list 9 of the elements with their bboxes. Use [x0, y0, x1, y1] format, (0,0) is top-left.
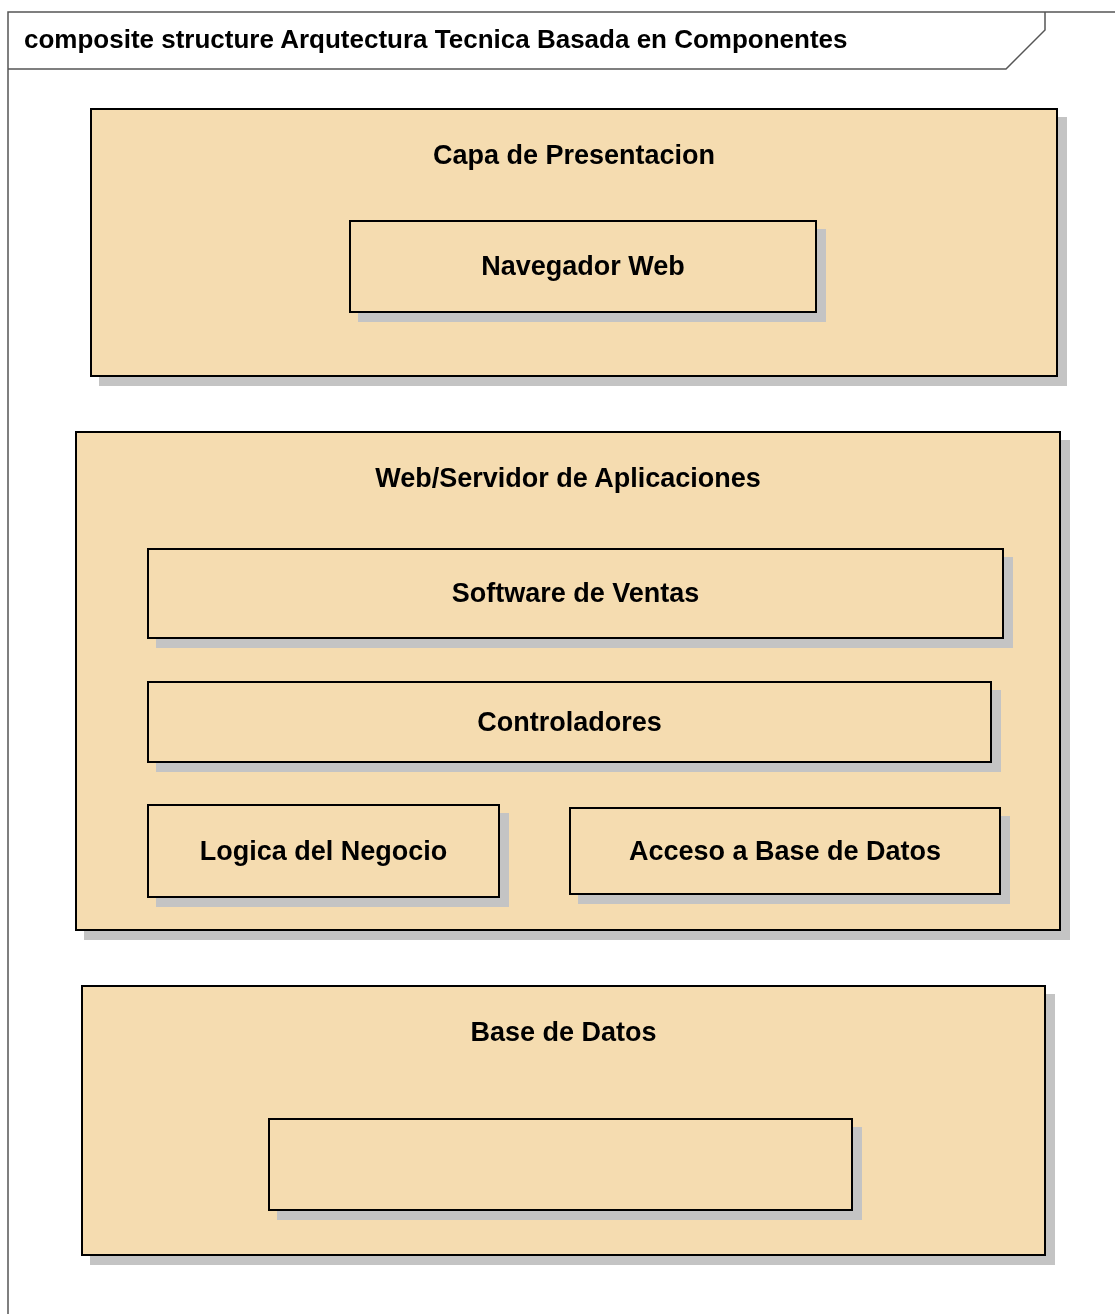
box-label: Acceso a Base de Datos — [628, 835, 942, 867]
box-label: Software de Ventas — [451, 578, 700, 609]
box-label: Logica del Negocio — [199, 835, 448, 867]
box-label: Base de Datos — [470, 1017, 657, 1048]
frame-title: composite structure Arqutectura Tecnica Basada en Componentes — [24, 24, 848, 55]
box-label: Controladores — [477, 706, 662, 738]
box-label: Navegador Web — [481, 251, 685, 282]
box-label: Capa de Presentacion — [432, 140, 716, 171]
box-label: Web/Servidor de Aplicaciones — [375, 463, 761, 494]
